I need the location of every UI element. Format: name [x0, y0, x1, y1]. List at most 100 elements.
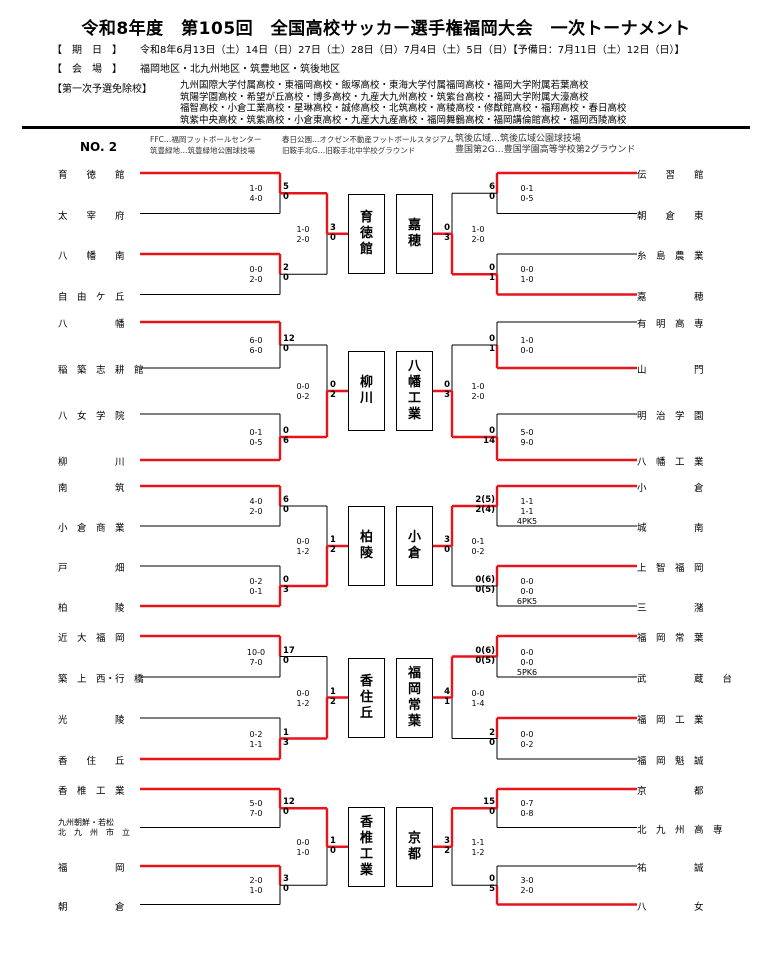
half-scores: 5-0 9-0	[520, 428, 534, 447]
finalist-box: 香住丘	[348, 657, 385, 738]
half-scores: 0-1 0-2	[471, 537, 485, 556]
score: 0	[489, 192, 495, 203]
score: 0	[489, 874, 495, 885]
score: 3	[444, 390, 450, 400]
score: 0	[283, 884, 289, 895]
half-scores: 5-0 7-0	[249, 799, 263, 819]
team-name: 城 南	[637, 523, 704, 534]
exempt-label: 【第一次予選免除校】	[52, 84, 152, 95]
team-name: 福 岡	[58, 863, 125, 874]
score: 1	[444, 696, 450, 707]
score: 2	[283, 263, 289, 274]
team-name: 糸 島 農 業	[637, 251, 704, 262]
score: 0(5)	[475, 585, 495, 595]
finalist-char: 業	[407, 407, 421, 422]
score: 0	[283, 575, 289, 585]
team-name: 八 女	[637, 901, 704, 913]
score: 17	[283, 645, 295, 656]
team-name: 自 由 ケ 丘	[58, 291, 125, 303]
score: 15	[483, 797, 495, 808]
finalist-char: 柏	[359, 530, 373, 545]
score: 2(4)	[475, 505, 495, 515]
finalist-char: 丘	[359, 705, 373, 721]
score: 0	[489, 426, 495, 436]
finalist-box: 京都	[396, 806, 433, 887]
finalist-char: 岡	[407, 681, 421, 697]
half-scores: 0-0 0-2	[296, 382, 310, 401]
page-title: 令和8年度 第105回 全国高校サッカー選手権福岡大会 一次トーナメント	[81, 19, 691, 39]
finalist-char: 京	[407, 830, 421, 846]
score: 2	[330, 390, 336, 400]
score: 3	[330, 222, 336, 233]
finalist-char: 工	[407, 391, 421, 406]
header-divider	[22, 126, 750, 129]
half-scores: 0-0 2-0	[249, 265, 263, 285]
score: 3	[444, 535, 450, 545]
score: 12	[283, 797, 295, 808]
venue-note-line: 旧鞍手北G…旧鞍手北中学校グラウンド	[282, 146, 416, 155]
team-name: 八 幡	[58, 319, 125, 330]
finalist-box: 香椎工業	[348, 806, 385, 887]
half-scores: 4-0 2-0	[249, 497, 263, 516]
team-name: 香 住 丘	[58, 756, 125, 767]
team-name: 小 倉 商 業	[58, 523, 125, 534]
half-scores: 1-1 1-2	[471, 837, 485, 857]
score: 3	[444, 835, 450, 846]
team-name: 戸 畑	[58, 563, 125, 574]
venue-note-line: 筑豊緑地…筑豊緑地公園球技場	[150, 146, 255, 155]
finalist-char: 業	[359, 862, 373, 878]
team-name: 八 女 学 院	[58, 411, 125, 422]
half-scores: 1-0 2-0	[471, 382, 485, 401]
period-label: 【 期 日 】	[52, 45, 122, 56]
score: 2(5)	[475, 495, 495, 505]
score: 0(6)	[475, 645, 495, 656]
score: 6	[283, 436, 289, 446]
score: 3	[283, 585, 289, 595]
team-name: 太 宰 府	[58, 210, 125, 222]
half-scores: 3-0 2-0	[520, 876, 534, 896]
exempt-line: 福智高校・小倉工業高校・星琳高校・誠修高校・北筑高校・高稜高校・修猷館高校・福翔…	[180, 103, 627, 114]
finalist-char: 都	[407, 846, 421, 862]
team-name: 北 九 州 高 専	[637, 824, 723, 836]
score: 1	[330, 535, 336, 545]
half-scores: 10-0 7-0	[246, 647, 266, 667]
score: 0	[283, 505, 289, 515]
half-scores: 0-0 1-0	[296, 837, 310, 857]
score: 2	[330, 545, 336, 555]
score: 1	[283, 727, 289, 738]
half-scores: 1-1 1-1 4PK5	[516, 497, 538, 526]
team-name: 上 智 福 岡	[637, 563, 704, 574]
half-scores: 0-7 0-8	[520, 799, 534, 819]
team-name: 伝 習 館	[637, 170, 704, 181]
team-name: 朝 倉	[58, 901, 125, 913]
half-scores: 0-0 0-0 5PK6	[516, 647, 538, 677]
half-scores: 2-0 1-0	[249, 876, 263, 896]
half-scores: 0-0 1-2	[296, 537, 310, 556]
finalist-char: 館	[359, 241, 373, 257]
team-name: 福 岡 常 葉	[637, 633, 704, 644]
team-name: 柏 陵	[58, 603, 125, 614]
score: 0	[444, 380, 450, 390]
team-name: 南 筑	[58, 483, 125, 494]
finalist-char: 香	[359, 673, 373, 689]
team-name: 嘉 穂	[637, 291, 704, 303]
score: 0	[489, 263, 495, 274]
venue-note: FFC…福岡フットボールセンター 筑豊緑地…筑豊緑地公園球技場	[150, 134, 261, 156]
venue-note-line: 豊国第2G…豊国学園高等学校第2グラウンド	[455, 145, 636, 155]
team-name: 有 明 高 専	[637, 319, 704, 330]
score: 0(5)	[475, 655, 495, 666]
score: 6	[283, 495, 289, 505]
finalist-char: 工	[359, 846, 373, 862]
half-scores: 0-0 0-2	[520, 729, 534, 749]
score: 4	[444, 686, 450, 697]
team-name: 育 徳 館	[58, 170, 125, 181]
finalist-char: 徳	[359, 225, 373, 241]
half-scores: 1-0 2-0	[471, 224, 485, 244]
finalist-char: 八	[407, 359, 421, 374]
score: 0	[283, 273, 289, 284]
team-name: 祐 誠	[637, 863, 704, 874]
score: 0	[283, 344, 289, 354]
score: 0(6)	[475, 575, 495, 585]
venue-note-line: 春日公園…オクゼン不動産フットボールスタジアム	[282, 135, 454, 144]
score: 0	[489, 737, 495, 748]
